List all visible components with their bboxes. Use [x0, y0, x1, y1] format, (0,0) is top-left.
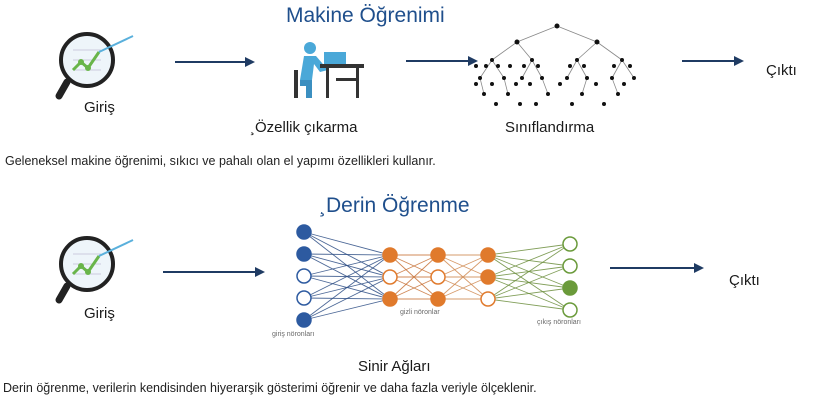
hidden-neurons-label: gizli nöronlar [400, 309, 440, 316]
neuron-connection [437, 276, 489, 300]
neuron-connection [437, 254, 489, 300]
input-neuron [296, 246, 312, 262]
dl-title: ¸Derin Öğrenme [319, 194, 470, 217]
ml-title: Makine Öğrenimi [286, 4, 445, 27]
neuron-connection [303, 253, 391, 256]
feature-extraction-label: ¸Özellik çıkarma [250, 119, 358, 136]
hidden-neuron [480, 291, 496, 307]
right-arrow-icon [163, 267, 265, 277]
dl-input-label: Giriş [84, 305, 115, 322]
neuron-connection [487, 287, 571, 300]
decision-tree-icon [474, 23, 636, 106]
output-neuron [562, 280, 578, 296]
input-neuron [296, 312, 312, 328]
person-at-desk-icon [294, 42, 364, 98]
input-neuron [296, 290, 312, 306]
neuron-connection [487, 243, 571, 300]
hidden-neuron [430, 269, 446, 285]
hidden-neuron [382, 269, 398, 285]
neuron-connection [303, 254, 391, 321]
neuron-connection [303, 231, 391, 256]
output-neuron [562, 302, 578, 318]
neuron-connection [487, 298, 571, 311]
magnifier-chart-icon [55, 236, 134, 304]
hidden-neuron [430, 247, 446, 263]
ml-output-label: Çıktı [766, 62, 797, 79]
dl-output-label: Çıktı [729, 272, 760, 289]
neuron-connection [303, 298, 391, 321]
neuron-connection [487, 243, 571, 278]
neural-networks-label: Sinir Ağları [358, 358, 431, 375]
neuron-connection [487, 243, 571, 256]
output-neurons-label: çıkış nöronları [537, 319, 581, 326]
neuron-connection [303, 254, 391, 277]
dl-caption: Derin öğrenme, verilerin kendisinden hiy… [3, 381, 537, 395]
neuron-connection [389, 254, 439, 278]
hidden-neuron [480, 269, 496, 285]
input-neuron [296, 268, 312, 284]
neuron-connection [437, 254, 489, 278]
ml-caption: Geleneksel makine öğrenimi, sıkıcı ve pa… [5, 154, 436, 168]
neuron-connection [487, 265, 571, 300]
hidden-neuron [480, 247, 496, 263]
neural-network-diagram [296, 224, 578, 328]
neuron-connection [389, 254, 439, 300]
output-neuron [562, 258, 578, 274]
right-arrow-icon [406, 56, 478, 66]
right-arrow-icon [682, 56, 744, 66]
classification-label: Sınıflandırma [505, 119, 595, 136]
neuron-connection [303, 276, 391, 321]
output-neuron [562, 236, 578, 252]
input-neuron [296, 224, 312, 240]
hidden-neuron [430, 291, 446, 307]
hidden-neuron [382, 291, 398, 307]
right-arrow-icon [175, 57, 255, 67]
right-arrow-icon [610, 263, 704, 273]
neuron-connection [389, 276, 439, 300]
ml-input-label: Giriş [84, 99, 115, 116]
input-neurons-label: giriş nöronları [272, 331, 315, 338]
magnifier-chart-icon [55, 32, 134, 100]
neuron-connection [303, 254, 391, 299]
hidden-neuron [382, 247, 398, 263]
